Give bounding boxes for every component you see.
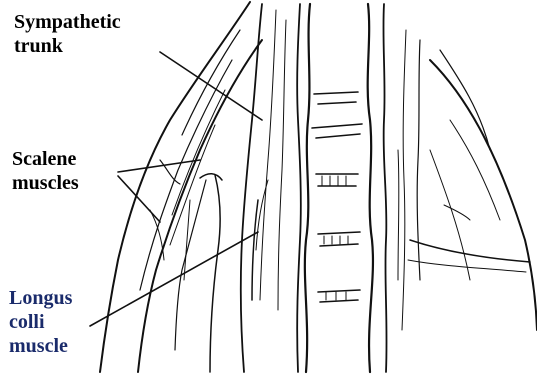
label-sympathetic-trunk-line2: trunk	[14, 34, 121, 58]
right-neck-muscles	[383, 4, 537, 372]
cervical-vertebrae	[305, 4, 373, 372]
label-sympathetic-trunk-line1: Sympathetic	[14, 10, 121, 34]
leader-lines	[90, 52, 262, 326]
label-longus-colli-line3: muscle	[9, 334, 72, 358]
left-scalene-muscle	[100, 2, 262, 372]
label-sympathetic-trunk: Sympathetic trunk	[14, 10, 121, 58]
label-longus-colli-line2: colli	[9, 310, 72, 334]
label-scalene-muscles: Scalene muscles	[12, 147, 79, 195]
leader-scalene-1	[118, 160, 200, 172]
label-longus-colli-muscle: Longus colli muscle	[9, 286, 72, 358]
label-scalene-muscles-line2: muscles	[12, 171, 79, 195]
label-scalene-muscles-line1: Scalene	[12, 147, 79, 171]
label-longus-colli-line1: Longus	[9, 286, 72, 310]
leader-scalene-2	[118, 176, 160, 222]
